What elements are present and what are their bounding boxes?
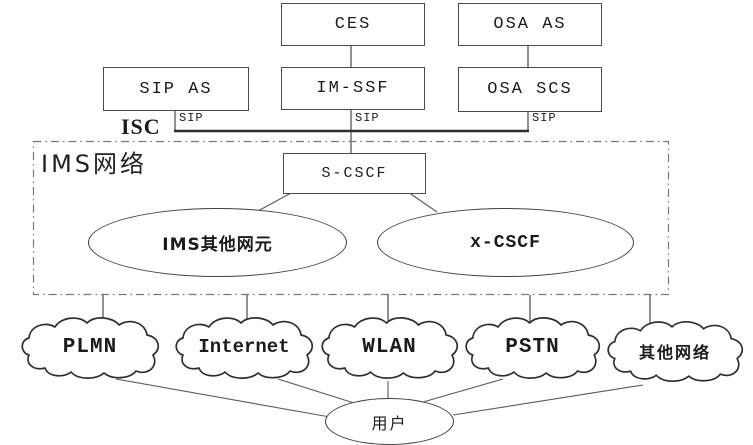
sip-interface-label-1: SIP [179,111,204,125]
node-im-ssf: IM-SSF [281,67,425,110]
wlan-cloud [321,317,459,379]
ims-network-title: IMS网络 [41,150,148,178]
node-ces: CES [281,3,425,46]
sip-interface-label-2: SIP [355,111,380,125]
ims-network-boundary [32,140,670,296]
isc-interface-label: ISC [121,114,161,139]
ims-other-elements-ellipse: IMS其他网元 [88,208,347,277]
connector-internet-user [277,378,355,404]
connector-plmn-user [115,378,331,418]
node-sip-as: SIP AS [103,67,249,111]
connector-scscf-imsother [255,191,294,213]
x-cscf-ellipse: x-CSCF [377,208,634,277]
node-s-cscf: S-CSCF [283,153,426,194]
internet-cloud [175,317,314,379]
user-ellipse: 用户 [325,398,454,445]
connector-pstn-user [422,378,504,403]
node-osa-scs: OSA SCS [458,67,602,112]
plmn-cloud [21,317,160,379]
sip-interface-label-3: SIP [532,111,557,125]
pstn-cloud [465,317,601,379]
node-osa-as: OSA AS [458,3,602,46]
connector-othernet-user [452,384,644,416]
connector-scscf-xcscf [407,191,438,213]
other-network-cloud [607,321,744,382]
